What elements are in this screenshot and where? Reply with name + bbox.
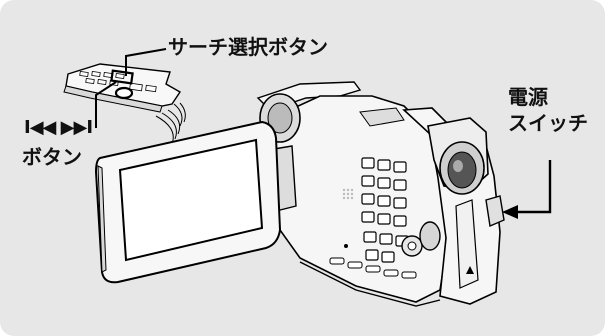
signal-waves-icon (155, 102, 186, 145)
camcorder-icon (256, 81, 505, 307)
power-switch-arrow (502, 160, 552, 219)
lcd-panel (94, 120, 282, 284)
power-switch-label-line2: スイッチ (508, 111, 588, 135)
remote-control-icon (63, 63, 181, 113)
power-switch-label-line1: 電源 (508, 85, 548, 109)
search-select-button-label: サーチ選択ボタン (168, 35, 328, 59)
skip-buttons-symbol-label: I◀◀ ▶▶I (24, 117, 93, 138)
skip-buttons-label: ボタン (22, 145, 82, 169)
power-switch-label: 電源 スイッチ (508, 84, 588, 136)
